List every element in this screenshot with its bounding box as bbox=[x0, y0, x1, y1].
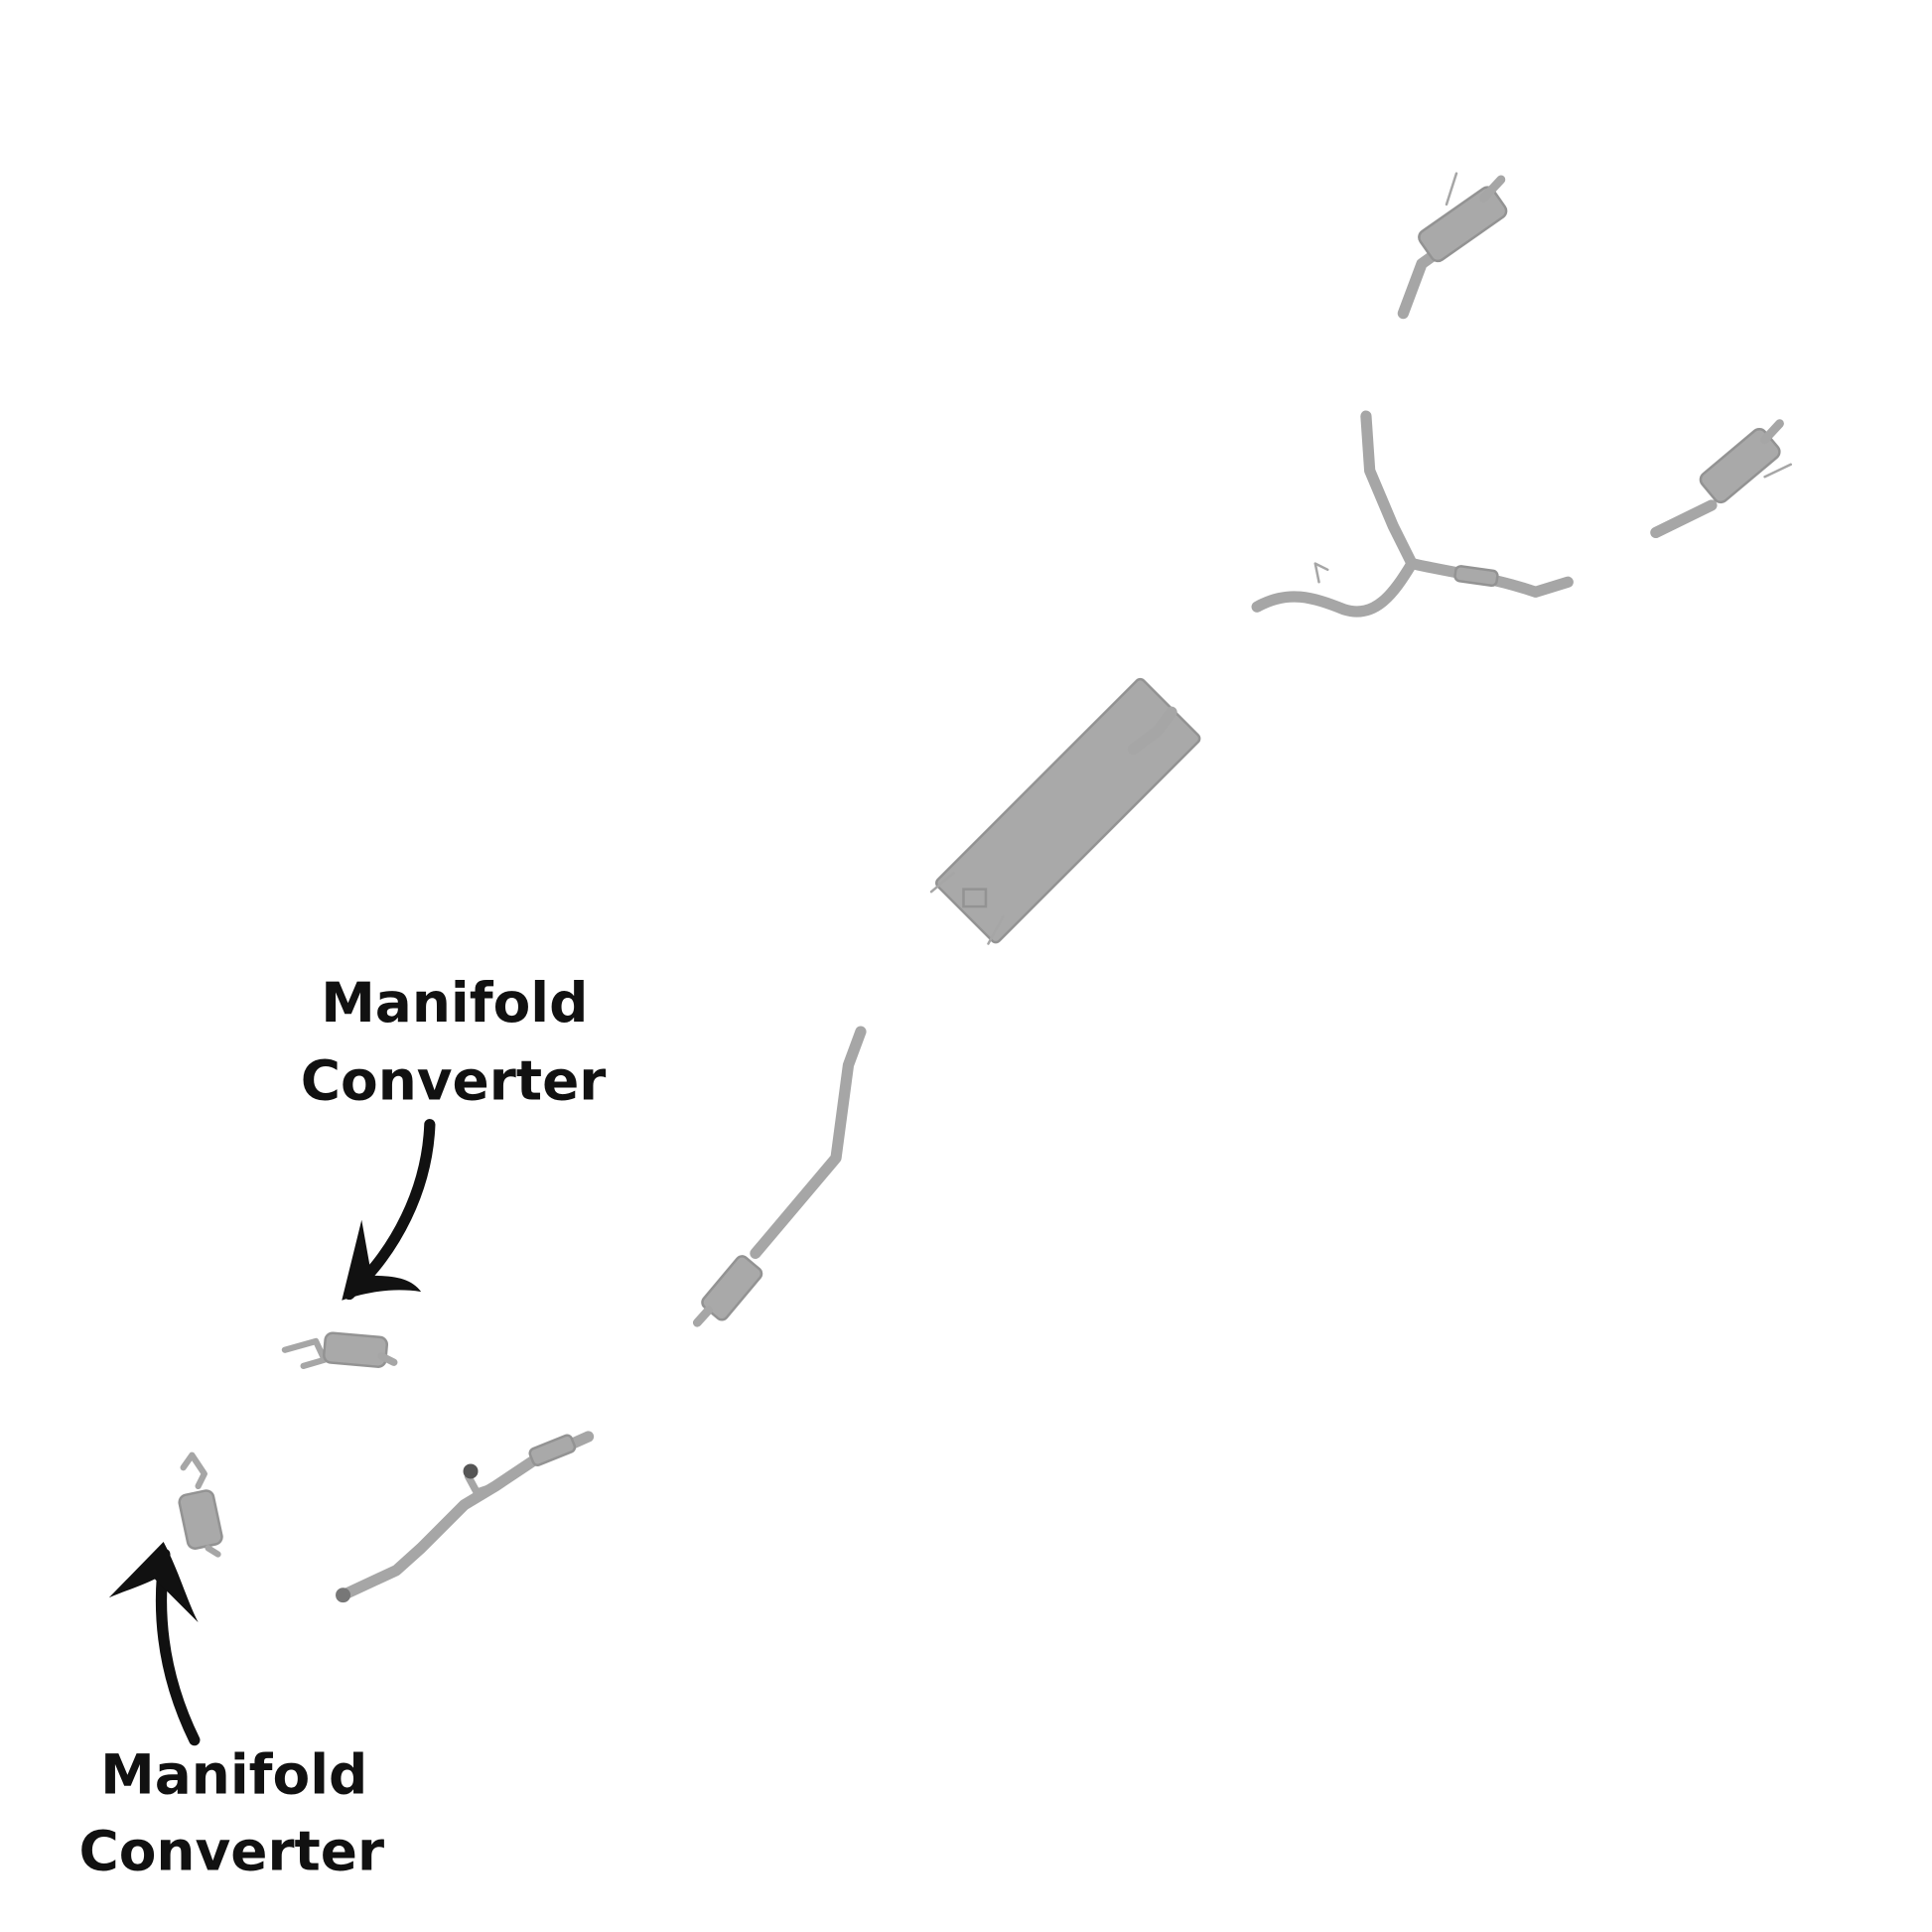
rear-muffler-top bbox=[1397, 172, 1508, 320]
y-pipe bbox=[1251, 410, 1574, 618]
mid-pipe-converter bbox=[692, 1026, 867, 1327]
manifold-converter-upper bbox=[281, 1331, 398, 1370]
rear-muffler-right bbox=[1650, 419, 1793, 539]
upper-label-line2: Converter bbox=[301, 1049, 607, 1113]
manifold-converter-lower bbox=[178, 1451, 223, 1558]
center-muffler bbox=[929, 677, 1201, 945]
lower-label-line2: Converter bbox=[78, 1820, 384, 1883]
upper-arrow-icon bbox=[342, 1119, 436, 1301]
upper-label-line1: Manifold bbox=[321, 971, 588, 1035]
lower-arrow-icon bbox=[108, 1542, 201, 1746]
lower-label-line1: Manifold bbox=[100, 1742, 367, 1806]
front-pipe bbox=[336, 1431, 595, 1603]
